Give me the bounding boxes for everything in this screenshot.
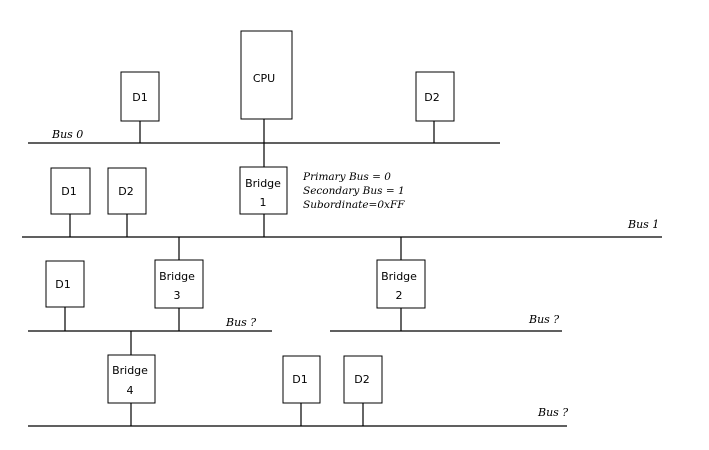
bridge-2-box [376,259,426,309]
bus3-d1-label: D1 [55,278,70,291]
bus0-d2-box [415,71,455,122]
bridge-1-label: Bridge [245,177,281,190]
bridge-1-number: 1 [260,196,267,209]
primary-bus-note: Primary Bus = 0 [302,171,391,183]
bus4-d2-box [343,355,383,404]
bridge-4-box [107,354,156,404]
bridge-1-box [239,166,288,215]
bus0-d1-label: D1 [132,91,147,104]
bus-unknown-left-label: Bus ? [225,316,256,329]
bus-unknown-right-label: Bus ? [528,313,559,326]
bridge-3-label: Bridge [159,270,195,283]
subordinate-note: Subordinate=0xFF [303,199,405,211]
bus4-d2-label: D2 [354,373,369,386]
bus1-d2-label: D2 [118,185,133,198]
bridge-4-number: 4 [127,384,134,397]
bridge-2-number: 2 [396,289,403,302]
cpu-label: CPU [253,72,275,85]
bridge-4-label: Bridge [112,364,148,377]
secondary-bus-note: Secondary Bus = 1 [303,185,405,197]
bridge-3-box [154,259,204,309]
bridge-2-label: Bridge [381,270,417,283]
bus-1-label: Bus 1 [627,218,659,231]
bus-0-label: Bus 0 [51,128,83,141]
bridge-3-number: 3 [174,289,181,302]
bus0-d1-box [120,71,160,122]
bus1-d1-label: D1 [61,185,76,198]
cpu-box [240,30,293,120]
bus-unknown-bottom-label: Bus ? [537,406,568,419]
bus1-d2-box [107,167,147,215]
bus1-d1-box [50,167,91,215]
bus0-d2-label: D2 [424,91,439,104]
bus4-d1-box [282,355,321,404]
bus4-d1-label: D1 [292,373,307,386]
bus3-d1-box [45,260,85,308]
